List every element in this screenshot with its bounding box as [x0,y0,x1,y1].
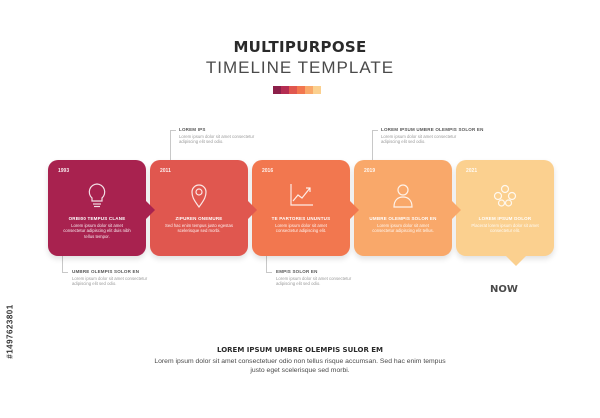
note-title: LOREM IPSUM UMBRE OLEMPIS SOLOR EN [381,127,484,132]
note-title: LOREM IPS [179,127,206,132]
card-pointer [451,200,461,220]
map-pin-icon [191,184,207,209]
note-text: Lorem ipsum dolor sit amet consectetur a… [276,276,352,287]
footer-text: Lorem ipsum dolor sit amet consectetuer … [154,358,446,374]
card-text: Placerat lorem ipsum dolor sit amet cons… [471,223,539,234]
palette-swatch [273,86,281,94]
timeline-card: 2011 ZIPUREN ONEMURE Sed hac enim tempus… [150,160,257,256]
connector-line [170,130,171,160]
timeline-card: 2021 LOREM IPSUM DOLOR Placerat lorem ip… [456,160,554,266]
connector-line [372,130,373,160]
connector-line [266,256,267,272]
card-title: TE PARTORES UNUNTUS [271,216,331,221]
timeline-note: LOREM IPS Lorem ipsum dolor sit amet con… [179,127,265,145]
palette-swatch [281,86,289,94]
card-year: 2011 [160,168,171,174]
card-title: ZIPUREN ONEMURE [175,216,223,221]
footer-title: LOREM IPSUM UMBRE OLEMPIS SULOR EM [216,346,384,354]
person-icon [393,184,413,208]
lightbulb-icon [88,183,106,208]
note-text: Lorem ipsum dolor sit amet consectetur a… [381,134,457,145]
now-label: NOW [490,284,518,295]
palette-swatch [305,86,313,94]
palette-swatch [297,86,305,94]
connector-line [170,130,176,131]
connector-line [62,272,68,273]
timeline-card: 1993 ORBI00 TEMPUS CLANE Lorem ipsum dol… [48,160,155,256]
card-pointer [247,200,257,220]
timeline-card: 2016 TE PARTORES UNUNTUS Lorem ipsum dol… [252,160,359,256]
palette-swatch [313,86,321,94]
timeline-note: EMPIS SOLOR EN Lorem ipsum dolor sit ame… [276,269,362,287]
card-year: 2021 [466,168,478,174]
timeline-note: LOREM IPSUM UMBRE OLEMPIS SOLOR EN Lorem… [381,127,484,145]
note-title: EMPIS SOLOR EN [276,269,318,274]
page-subtitle: TIMELINE TEMPLATE [205,58,395,77]
palette-swatch [289,86,297,94]
note-text: Lorem ipsum dolor sit amet consectetur a… [179,134,255,145]
card-title: LOREM IPSUM DOLOR [478,216,532,221]
card-pointer [506,256,526,266]
timeline-note: UMBRE OLEMPIS SOLOR EN Lorem ipsum dolor… [72,269,158,287]
page-title: MULTIPURPOSE [233,38,367,56]
card-title: ORBI00 TEMPUS CLANE [68,216,126,221]
card-text: Lorem ipsum dolor sit amet consectetur a… [63,223,131,239]
note-title: UMBRE OLEMPIS SOLOR EN [72,269,140,274]
connector-line [266,272,272,273]
card-title: UMBRE OLEMPIS SOLOR EN [369,216,437,221]
timeline-card: 2019 UMBRE OLEMPIS SOLOR EN Lorem ipsum … [354,160,461,256]
connector-line [372,130,378,131]
card-year: 1993 [58,168,70,174]
card-text: Sed hac enim tempus justo egestas sceler… [164,223,234,234]
card-text: Lorem ipsum dolor sit amet consectetur a… [275,223,327,234]
people-group-icon [493,184,517,207]
stock-id-text: #1497623801 [5,304,15,359]
card-year: 2019 [364,168,376,174]
note-text: Lorem ipsum dolor sit amet consectetur a… [72,276,148,287]
stock-id: #1497623801 [4,283,16,383]
color-palette [273,86,321,94]
connector-line [62,256,63,272]
card-year: 2016 [262,168,274,174]
growth-chart-icon [290,184,313,206]
card-pointer [145,200,155,220]
card-pointer [349,200,359,220]
card-text: Lorem ipsum dolor sit amet consectetur a… [372,223,434,234]
